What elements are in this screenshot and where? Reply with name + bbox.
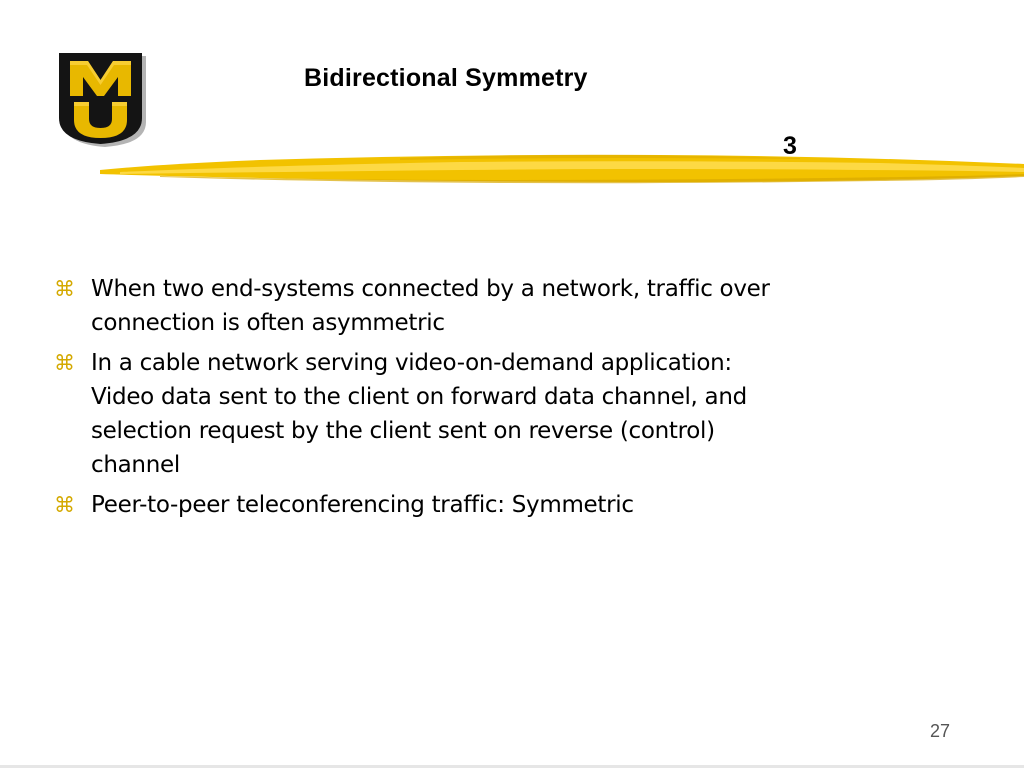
command-key-icon: ⌘ bbox=[54, 277, 75, 301]
bullet-item-2: ⌘ In a cable network serving video-on-de… bbox=[54, 346, 854, 482]
bullet-list: ⌘ When two end-systems connected by a ne… bbox=[54, 272, 854, 528]
slide-title-suffix: 3 bbox=[783, 132, 797, 160]
bullet-item-3: ⌘ Peer-to-peer teleconferencing traffic:… bbox=[54, 488, 854, 522]
page-number: 27 bbox=[930, 721, 951, 741]
bottom-divider bbox=[0, 765, 1024, 768]
bullet-item-1: ⌘ When two end-systems connected by a ne… bbox=[54, 272, 854, 340]
bullet-text: Peer-to-peer teleconferencing traffic: S… bbox=[91, 492, 634, 518]
command-key-icon: ⌘ bbox=[54, 351, 75, 375]
bullet-text: When two end-systems connected by a netw… bbox=[91, 276, 770, 336]
slide-title: Bidirectional Symmetry bbox=[304, 64, 588, 92]
title-underline-brush-stroke bbox=[100, 154, 1024, 184]
university-logo-icon bbox=[59, 53, 146, 147]
command-key-icon: ⌘ bbox=[54, 493, 75, 517]
bullet-text: In a cable network serving video-on-dema… bbox=[91, 350, 747, 478]
